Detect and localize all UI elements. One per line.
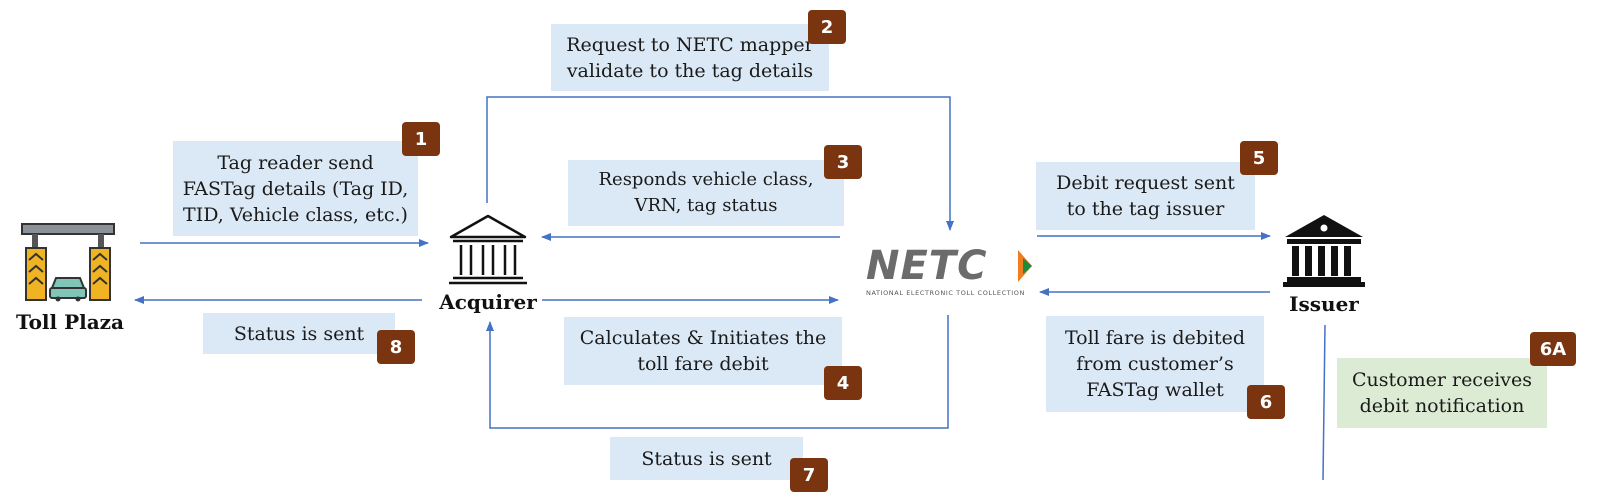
step-6a-box: Customer receives debit notification (1337, 358, 1547, 428)
step-6-badge: 6 (1247, 385, 1285, 419)
step-6-box: Toll fare is debited from customer’s FAS… (1046, 316, 1264, 412)
step-1-badge: 1 (402, 122, 440, 156)
step-7-box: Status is sent (610, 437, 803, 480)
acquirer-bank-icon (449, 214, 527, 285)
step-3-badge: 3 (824, 145, 862, 179)
step-8-box: Status is sent (203, 313, 395, 354)
netc-logo-text: NETC (866, 243, 988, 289)
issuer-bank-icon (1283, 215, 1365, 287)
toll-plaza-icon (21, 223, 115, 302)
acquirer-label: Acquirer (439, 290, 537, 314)
step-8-badge: 8 (377, 330, 415, 364)
issuer-label: Issuer (1289, 292, 1359, 316)
step-2-box: Request to NETC mapper validate to the t… (551, 24, 829, 91)
step-5-box: Debit request sent to the tag issuer (1036, 162, 1255, 230)
step-4-box: Calculates & Initiates the toll fare deb… (564, 317, 842, 385)
netc-logo-flag-icon (1018, 250, 1032, 282)
netc-fastag-flow-diagram: Toll Plaza Acquirer NETC NATIONAL ELECTR… (16, 10, 1576, 492)
step-7-badge: 7 (790, 458, 828, 492)
step-5-badge: 5 (1240, 141, 1278, 175)
step-4-badge: 4 (824, 366, 862, 400)
arrow-step-7 (486, 315, 949, 429)
flow-arrows (134, 96, 1326, 480)
step-2-badge: 2 (808, 10, 846, 44)
step-6a-badge: 6A (1530, 332, 1576, 366)
arrow-step-6a (1322, 324, 1326, 480)
step-3-box: Responds vehicle class, VRN, tag status (568, 160, 844, 226)
netc-logo-subtitle: NATIONAL ELECTRONIC TOLL COLLECTION (866, 289, 1025, 297)
step-1-box: Tag reader send FASTag details (Tag ID, … (173, 141, 418, 236)
arrow-step-2 (486, 96, 954, 231)
netc-logo: NETC NATIONAL ELECTRONIC TOLL COLLECTION (866, 243, 1036, 303)
toll-plaza-label: Toll Plaza (16, 310, 124, 334)
